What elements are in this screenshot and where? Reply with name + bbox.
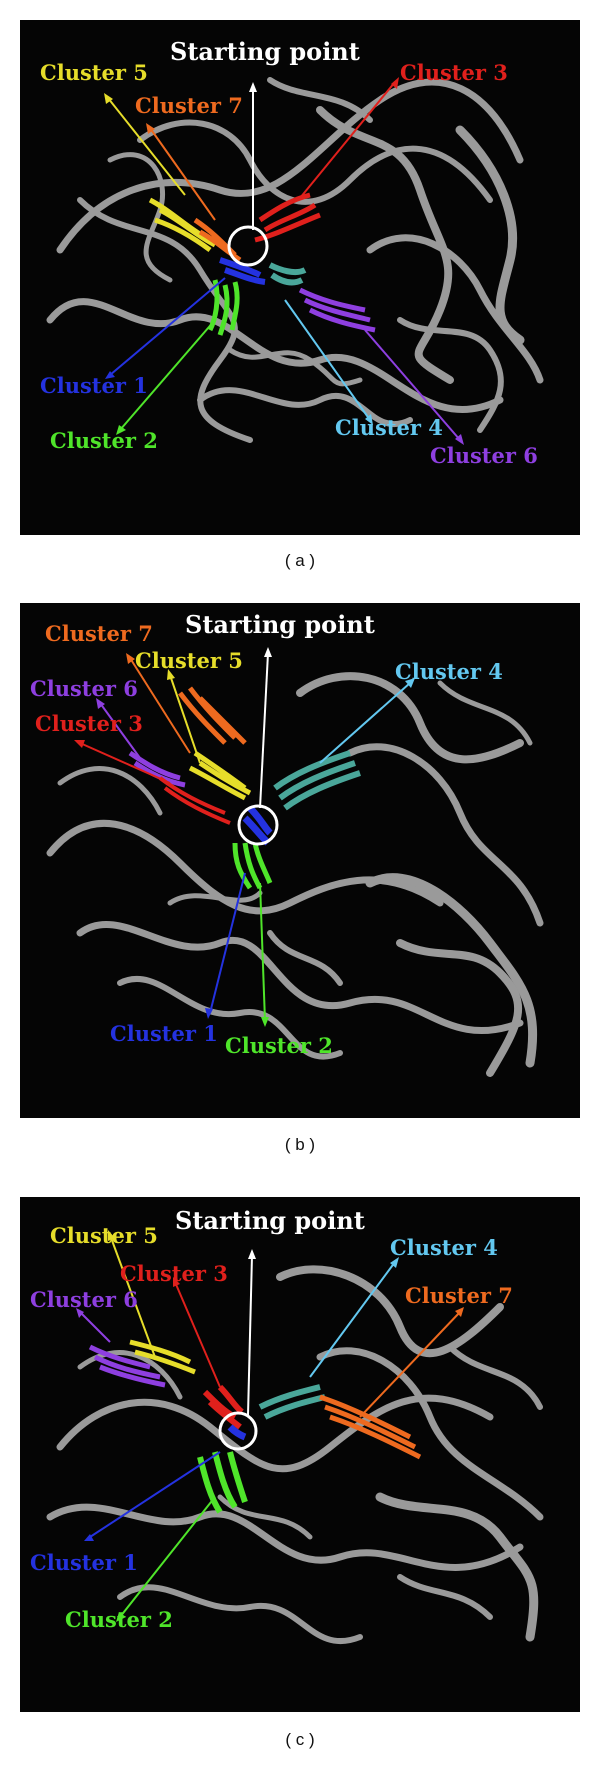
cluster-4-label: Cluster 4 [335,415,443,440]
cluster-5-arrow [109,1234,156,1358]
cluster-2-label: Cluster 2 [65,1607,173,1632]
cluster-7-arrow [359,1311,461,1418]
panel-a-image: Starting point Cluster 5 Cluster 7 Clust… [20,20,580,535]
arrows [76,1230,464,1622]
caption-c: ( c ) [285,1730,315,1749]
caption-b: ( b ) [284,1135,316,1154]
panel-c-structure [46,1230,544,1645]
cluster-7-label: Cluster 7 [405,1283,513,1308]
cluster-4-label: Cluster 4 [390,1235,498,1260]
cluster-5-arrow [107,97,186,196]
cluster-4-arrow [284,299,371,421]
panel-b-image: Starting point Cluster 7 Cluster 5 Clust… [20,603,580,1118]
arrows [74,647,415,1027]
cluster-3-label: Cluster 3 [35,711,143,736]
starting-point-circle [237,804,279,846]
cluster-3-arrow [79,742,171,784]
starting-point-circle [227,225,269,267]
cluster-7-arrow [129,657,191,754]
cluster-3-label: Cluster 3 [120,1261,228,1286]
protein-ribbon [46,77,544,443]
cluster-4-label: Cluster 4 [395,659,503,684]
cluster-6-label: Cluster 6 [30,676,138,701]
cluster-2-arrow [119,319,216,431]
cluster-6-arrow [79,1311,111,1343]
cluster-7-label: Cluster 7 [45,621,153,646]
cluster-5-arrow [169,674,201,764]
ligand-clusters [148,192,376,336]
cluster-7-arrow [149,127,216,221]
cluster-7-label: Cluster 7 [135,93,243,118]
cluster-6-label: Cluster 6 [30,1287,138,1312]
cluster-5-label: Cluster 5 [50,1223,158,1248]
cluster-1-label: Cluster 1 [110,1021,218,1046]
cluster-5-label: Cluster 5 [135,648,243,673]
cluster-2-label: Cluster 2 [225,1033,333,1058]
cluster-2-arrow [119,1496,216,1618]
cluster-4-arrow [309,1261,396,1378]
cluster-6-arrow [364,329,461,441]
ligand-clusters [128,686,361,890]
protein-ribbon [46,672,544,1077]
starting-point-arrow [247,1254,253,1416]
cluster-3-arrow [174,1281,221,1388]
protein-ribbon [46,1265,544,1645]
cluster-2-label: Cluster 2 [50,428,158,453]
cluster-1-label: Cluster 1 [30,1550,138,1575]
panel-c-image: Starting point Cluster 5 Cluster 6 Clust… [20,1197,580,1712]
cluster-5-label: Cluster 5 [40,60,148,85]
cluster-1-arrow [109,277,226,376]
cluster-1-label: Cluster 1 [40,373,148,398]
caption-a: ( a ) [284,551,316,570]
cluster-2-arrow [259,882,266,1022]
panel-b-structure [46,647,544,1077]
starting-point-circle [218,1411,258,1451]
panel-a-structure [46,77,544,445]
cluster-6-arrow [99,702,141,759]
cluster-6-label: Cluster 6 [430,443,538,468]
arrows [104,77,464,445]
cluster-3-arrow [299,81,396,199]
starting-point-label: Starting point [185,610,375,639]
cluster-1-arrow [89,1451,221,1538]
cluster-4-arrow [319,682,411,764]
ligand-clusters [88,1339,422,1514]
starting-point-label: Starting point [170,37,360,66]
starting-point-label: Starting point [175,1206,365,1235]
starting-point-arrow [259,652,269,809]
cluster-1-arrow [209,872,246,1014]
cluster-3-label: Cluster 3 [400,60,508,85]
